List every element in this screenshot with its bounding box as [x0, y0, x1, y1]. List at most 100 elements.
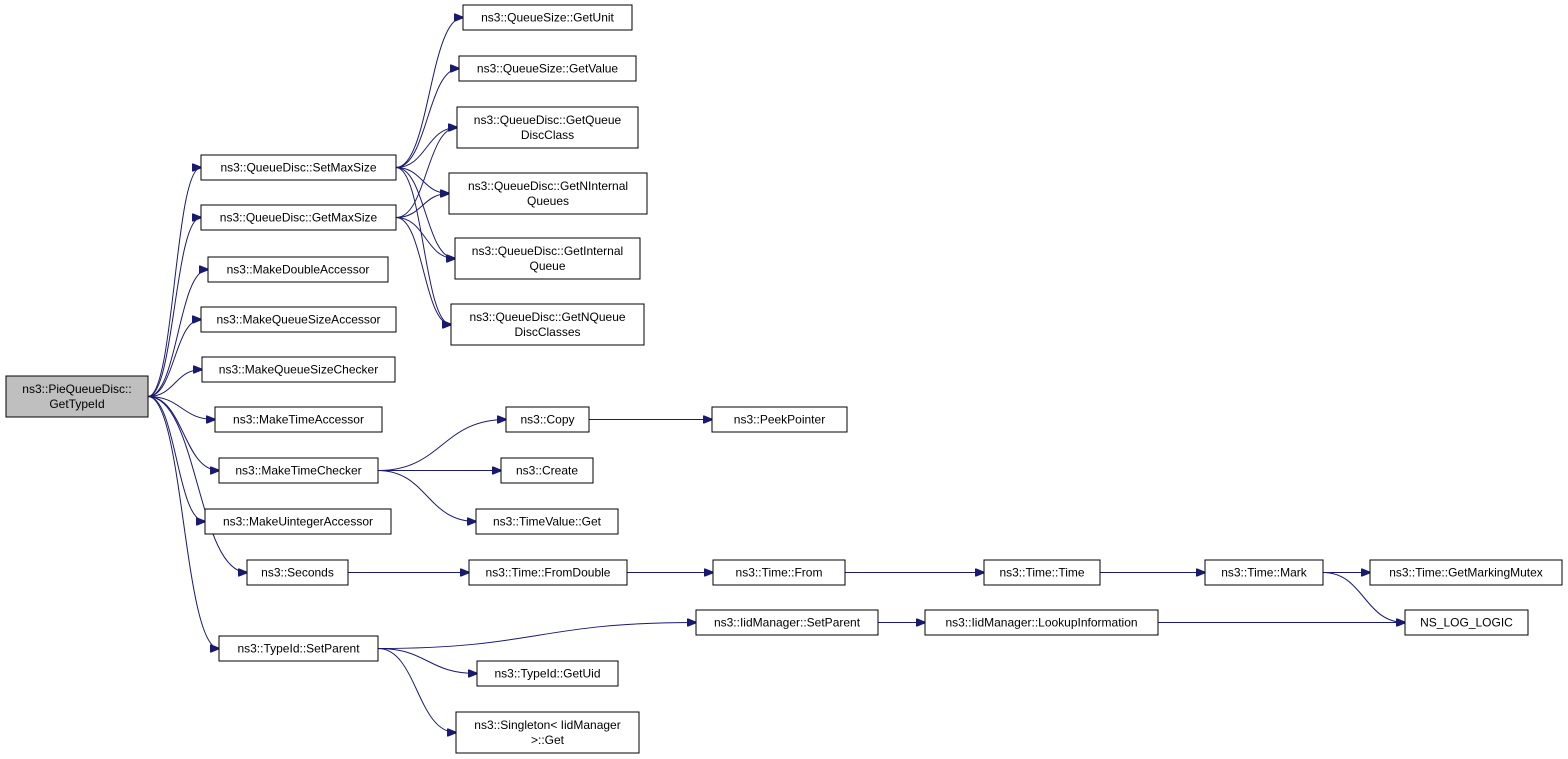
node-label: DiscClass: [521, 128, 574, 142]
edge-root-to-makedoubleaccessor: [147, 270, 208, 397]
edge-setmaxsize-to-getinternalqueue: [395, 167, 455, 259]
node-box: [214, 406, 383, 433]
edge-setmaxsize-to-getunit: [395, 18, 463, 168]
node-timefrom[interactable]: ns3::Time::From: [712, 559, 846, 586]
node-getmarkingmutex[interactable]: ns3::Time::GetMarkingMutex: [1369, 559, 1563, 586]
node-label: ns3::MakeQueueSizeChecker: [219, 363, 378, 377]
node-makequeuesizeaccessor[interactable]: ns3::MakeQueueSizeAccessor: [200, 306, 397, 333]
node-lookupinformation[interactable]: ns3::IidManager::LookupInformation: [924, 609, 1159, 636]
edge-root-to-maketimechecker: [147, 396, 219, 471]
node-box: [454, 237, 641, 280]
node-label: ns3::MakeTimeChecker: [235, 464, 361, 478]
node-box: [695, 609, 879, 636]
node-label: ns3::PieQueueDisc::: [22, 382, 131, 396]
node-label: ns3::Create: [516, 464, 578, 478]
node-box: [246, 559, 349, 586]
node-box: [500, 457, 594, 484]
node-label: ns3::Time::Mark: [1221, 566, 1308, 580]
edge-root-to-seconds: [147, 396, 247, 573]
node-singletonget[interactable]: ns3::Singleton< IidManager>::Get: [455, 711, 640, 754]
node-getvalue[interactable]: ns3::QueueSize::GetValue: [458, 55, 637, 82]
node-box: [711, 406, 848, 433]
node-setmaxsize[interactable]: ns3::QueueDisc::SetMaxSize: [200, 154, 397, 181]
node-copy[interactable]: ns3::Copy: [505, 406, 590, 433]
node-iidsetparent[interactable]: ns3::IidManager::SetParent: [695, 609, 879, 636]
node-box: [201, 356, 396, 383]
node-box: [207, 256, 389, 283]
node-root[interactable]: ns3::PieQueueDisc::GetTypeId: [5, 375, 149, 418]
node-label: ns3::QueueDisc::GetNInternal: [468, 179, 628, 193]
node-box: [200, 154, 397, 181]
node-box: [458, 55, 637, 82]
node-box: [200, 306, 397, 333]
edge-root-to-makequeuesizechecker: [147, 370, 202, 397]
node-timevalueget[interactable]: ns3::TimeValue::Get: [475, 508, 619, 535]
node-label: ns3::Time::Time: [999, 566, 1084, 580]
edge-root-to-getmaxsize: [147, 218, 201, 397]
node-label: ns3::QueueDisc::SetMaxSize: [220, 161, 376, 175]
edge-maketimechecker-to-timevalueget: [377, 470, 476, 522]
node-makedoubleaccessor[interactable]: ns3::MakeDoubleAccessor: [207, 256, 389, 283]
edge-setmaxsize-to-getnqueuedisclasses: [395, 167, 451, 325]
node-makequeuesizechecker[interactable]: ns3::MakeQueueSizeChecker: [201, 356, 396, 383]
node-makeuintegeraccessor[interactable]: ns3::MakeUintegerAccessor: [204, 508, 392, 535]
edge-root-to-setparent: [147, 396, 219, 649]
node-box: [204, 508, 392, 535]
edge-setparent-to-singletonget: [377, 648, 456, 733]
edge-root-to-maketimeaccessor: [147, 396, 215, 420]
node-box: [1404, 609, 1529, 636]
node-box: [450, 303, 645, 346]
node-label: ns3::QueueSize::GetUnit: [481, 11, 614, 25]
node-maketimechecker[interactable]: ns3::MakeTimeChecker: [218, 457, 379, 484]
node-box: [924, 609, 1159, 636]
node-label: ns3::Seconds: [261, 566, 334, 580]
node-label: DiscClasses: [514, 325, 580, 339]
node-timemark[interactable]: ns3::Time::Mark: [1204, 559, 1324, 586]
node-box: [712, 559, 846, 586]
node-label: ns3::MakeUintegerAccessor: [223, 515, 373, 529]
node-label: ns3::MakeDoubleAccessor: [227, 263, 370, 277]
node-box: [1204, 559, 1324, 586]
node-label: ns3::PeekPointer: [734, 413, 825, 427]
edge-setparent-to-iidsetparent: [377, 623, 696, 649]
node-getunit[interactable]: ns3::QueueSize::GetUnit: [462, 4, 633, 31]
node-label: ns3::TypeId::GetUid: [494, 667, 600, 681]
node-peekpointer[interactable]: ns3::PeekPointer: [711, 406, 848, 433]
node-label: NS_LOG_LOGIC: [1420, 616, 1513, 630]
node-box: [456, 106, 639, 149]
node-box: [1369, 559, 1563, 586]
node-maketimeaccessor[interactable]: ns3::MakeTimeAccessor: [214, 406, 383, 433]
node-timetime[interactable]: ns3::Time::Time: [983, 559, 1101, 586]
node-fromdouble[interactable]: ns3::Time::FromDouble: [468, 559, 628, 586]
node-getuid[interactable]: ns3::TypeId::GetUid: [476, 660, 619, 687]
node-box: [505, 406, 590, 433]
node-label: ns3::MakeTimeAccessor: [233, 413, 364, 427]
node-nslog[interactable]: NS_LOG_LOGIC: [1404, 609, 1529, 636]
edge-getmaxsize-to-getqueuedisclass: [395, 128, 457, 218]
node-create[interactable]: ns3::Create: [500, 457, 594, 484]
node-setparent[interactable]: ns3::TypeId::SetParent: [218, 635, 379, 662]
node-label: ns3::QueueDisc::GetNQueue: [469, 310, 625, 324]
edge-setmaxsize-to-getvalue: [395, 69, 459, 168]
edge-timemark-to-nslog: [1322, 572, 1405, 623]
node-label: GetTypeId: [49, 397, 104, 411]
edge-getmaxsize-to-getninternalqueues: [395, 194, 449, 218]
node-box: [476, 660, 619, 687]
node-getmaxsize[interactable]: ns3::QueueDisc::GetMaxSize: [200, 204, 397, 231]
node-label: ns3::QueueDisc::GetInternal: [472, 244, 623, 258]
node-label: Queues: [527, 194, 569, 208]
node-label: ns3::QueueDisc::GetQueue: [474, 113, 622, 127]
node-box: [218, 635, 379, 662]
node-box: [983, 559, 1101, 586]
node-label: ns3::TimeValue::Get: [493, 515, 602, 529]
node-seconds[interactable]: ns3::Seconds: [246, 559, 349, 586]
node-label: ns3::QueueSize::GetValue: [477, 62, 619, 76]
node-box: [5, 375, 149, 418]
node-label: ns3::IidManager::LookupInformation: [945, 616, 1137, 630]
edge-setparent-to-getuid: [377, 648, 477, 674]
